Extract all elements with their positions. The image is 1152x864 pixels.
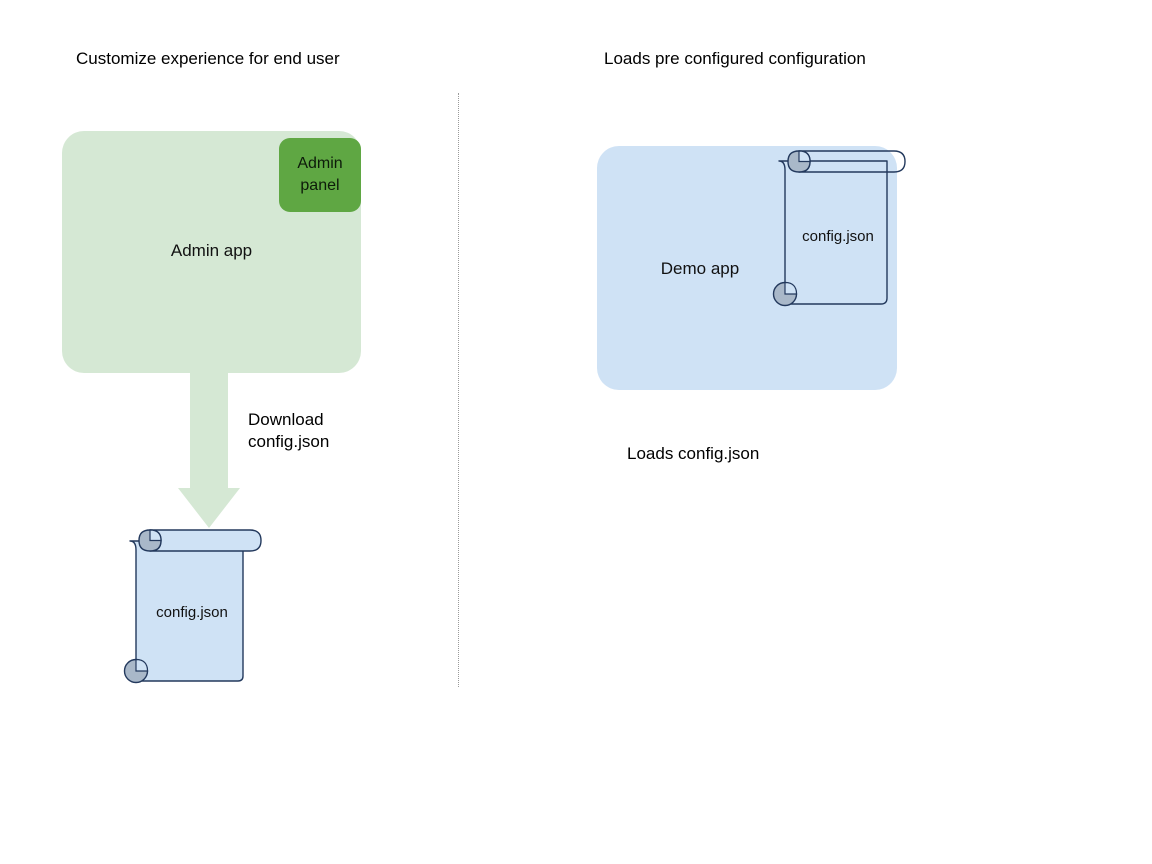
admin-panel-box[interactable]: Admin panel — [279, 138, 361, 212]
admin-panel-label: Admin panel — [297, 153, 342, 197]
download-arrow-icon — [178, 370, 240, 530]
demo-app-label: Demo app — [660, 259, 740, 278]
admin-panel-label-line2: panel — [300, 177, 340, 194]
config-json-label-right: config.json — [802, 228, 874, 245]
config-json-document-right — [768, 150, 918, 312]
demo-app-card — [597, 146, 897, 390]
download-arrow-label: Download config.json — [248, 409, 329, 453]
left-panel-title: Customize experience for end user — [76, 49, 340, 68]
config-json-document-left — [122, 528, 267, 690]
download-label-line2: config.json — [248, 432, 330, 451]
admin-app-label: Admin app — [170, 241, 253, 260]
download-label-line1: Download — [248, 410, 324, 429]
right-panel-title: Loads pre configured configuration — [604, 49, 866, 68]
config-json-label-left: config.json — [156, 604, 228, 621]
loads-config-caption: Loads config.json — [627, 444, 760, 463]
admin-panel-label-line1: Admin — [297, 155, 343, 172]
vertical-dotted-divider — [458, 93, 459, 687]
